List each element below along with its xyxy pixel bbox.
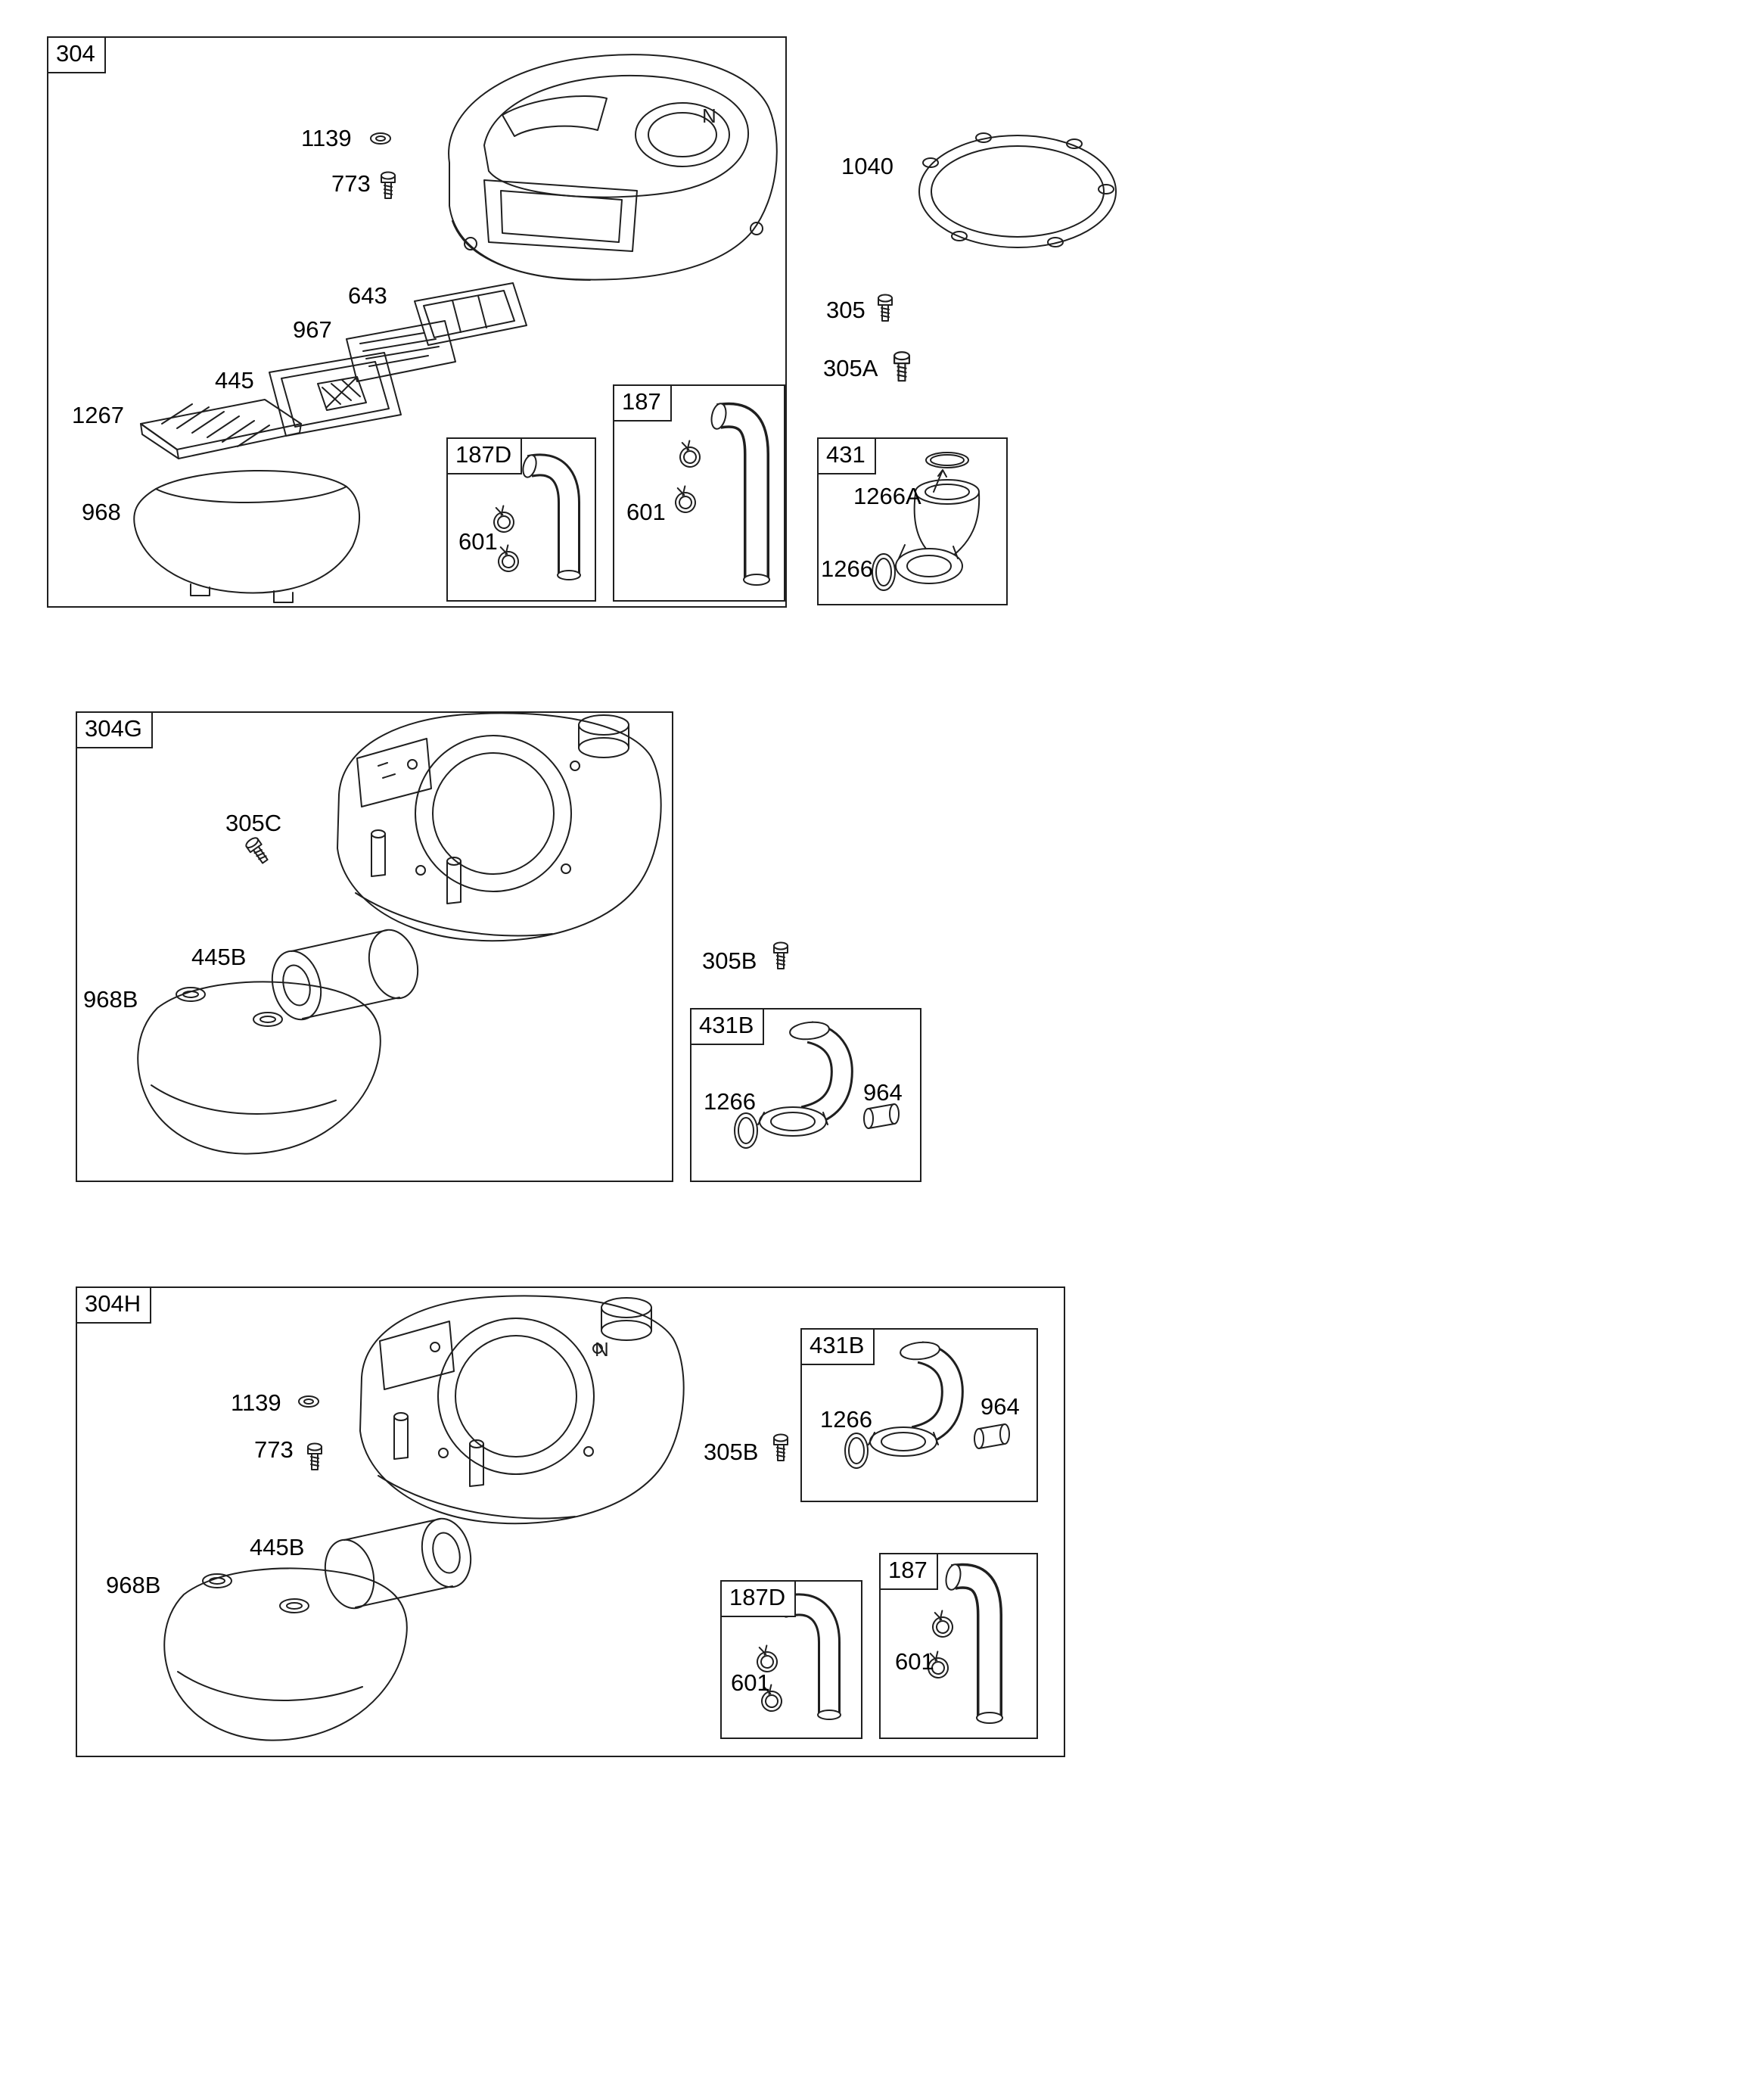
group-431b-label: 431B: [802, 1330, 875, 1365]
callout-1267: 1267: [72, 402, 124, 428]
screw-305-icon: [878, 294, 893, 322]
screw-305b-icon: [773, 941, 788, 969]
hose-187-drawing: [945, 1563, 1003, 1724]
filter-base-968-drawing: [133, 469, 360, 603]
callout-1266: 1266: [704, 1088, 756, 1115]
callout-305b: 305B: [702, 947, 757, 974]
group-187d-label: 187D: [448, 439, 523, 474]
cover-968b-drawing: [163, 1567, 408, 1741]
callout-1139: 1139: [301, 125, 352, 151]
callout-445: 445: [215, 367, 254, 394]
section-304h-label: 304H: [77, 1288, 152, 1324]
callout-601: 601: [626, 499, 666, 525]
callout-968b: 968B: [106, 1572, 161, 1598]
callout-773: 773: [254, 1436, 294, 1463]
bushing-964-icon: [863, 1103, 900, 1129]
callout-445b: 445B: [191, 944, 247, 970]
callout-1266a: 1266A: [853, 483, 921, 509]
section-304g-label: 304G: [77, 713, 153, 748]
callout-1266: 1266: [821, 555, 873, 582]
hose-187-drawing: [710, 402, 770, 586]
group-187d-box: 187D: [720, 1580, 862, 1739]
elbow-431b-drawing: [757, 1021, 853, 1137]
oring-1266a-drawing: [925, 452, 969, 468]
label-plate-967-drawing: [346, 320, 456, 382]
hose-187d-drawing: [522, 453, 581, 580]
callout-964: 964: [981, 1393, 1020, 1420]
callout-643: 643: [348, 282, 387, 309]
callout-968: 968: [82, 499, 121, 525]
air-filter-1267-drawing: [140, 399, 302, 459]
housing-mark-304h: N: [595, 1338, 609, 1361]
callout-305b: 305B: [704, 1439, 759, 1465]
group-187-label: 187: [614, 386, 672, 422]
blower-housing-304g-drawing: [337, 712, 662, 942]
housing-mark-304: N: [702, 104, 716, 127]
callout-773: 773: [331, 170, 371, 197]
cover-643-drawing: [414, 282, 527, 346]
group-431b-box: 431B: [690, 1008, 921, 1182]
screw-305a-icon: [893, 351, 911, 382]
section-304-label: 304: [48, 38, 106, 73]
callout-1139: 1139: [231, 1389, 281, 1416]
gasket-1040-drawing: [918, 132, 1117, 248]
callout-1040: 1040: [841, 153, 893, 179]
callout-1266: 1266: [820, 1406, 872, 1433]
cover-968b-drawing: [137, 981, 381, 1155]
section-304h-box: 304H: [76, 1286, 1065, 1757]
section-304-box: 304: [47, 36, 787, 608]
oring-1266-icon: [844, 1433, 869, 1469]
callout-601: 601: [895, 1648, 934, 1675]
callout-964: 964: [863, 1079, 903, 1106]
filter-cartridge-445b-drawing: [324, 1517, 472, 1610]
group-187-label: 187: [881, 1554, 938, 1590]
group-187-box: 187: [879, 1553, 1038, 1739]
blower-housing-304-drawing: [448, 54, 778, 281]
callout-968b: 968B: [83, 986, 138, 1013]
section-304g-box: 304G: [76, 711, 673, 1182]
group-187d-label: 187D: [722, 1582, 797, 1617]
group-431b-label: 431B: [691, 1010, 765, 1045]
group-431b-box: 431B: [800, 1328, 1038, 1502]
elbow-431-drawing: [895, 479, 981, 584]
group-431-box: 431: [817, 437, 1008, 605]
callout-601: 601: [731, 1669, 770, 1696]
filter-cartridge-445b-drawing: [271, 929, 419, 1021]
callout-305a: 305A: [823, 355, 878, 381]
group-187-box: 187: [613, 384, 785, 602]
callout-601: 601: [458, 528, 498, 555]
group-431-label: 431: [819, 439, 876, 474]
bushing-964-icon: [974, 1423, 1010, 1449]
group-187d-box: 187D: [446, 437, 596, 602]
elbow-431b-drawing: [868, 1341, 964, 1457]
callout-445b: 445B: [250, 1534, 305, 1560]
blower-housing-304h-drawing: [359, 1295, 685, 1525]
filter-frame-445-drawing: [269, 352, 402, 437]
oring-1266-icon: [734, 1112, 758, 1149]
callout-305: 305: [826, 297, 866, 323]
oring-1266-drawing: [872, 553, 896, 591]
callout-967: 967: [293, 316, 332, 343]
callout-305c: 305C: [225, 810, 282, 836]
